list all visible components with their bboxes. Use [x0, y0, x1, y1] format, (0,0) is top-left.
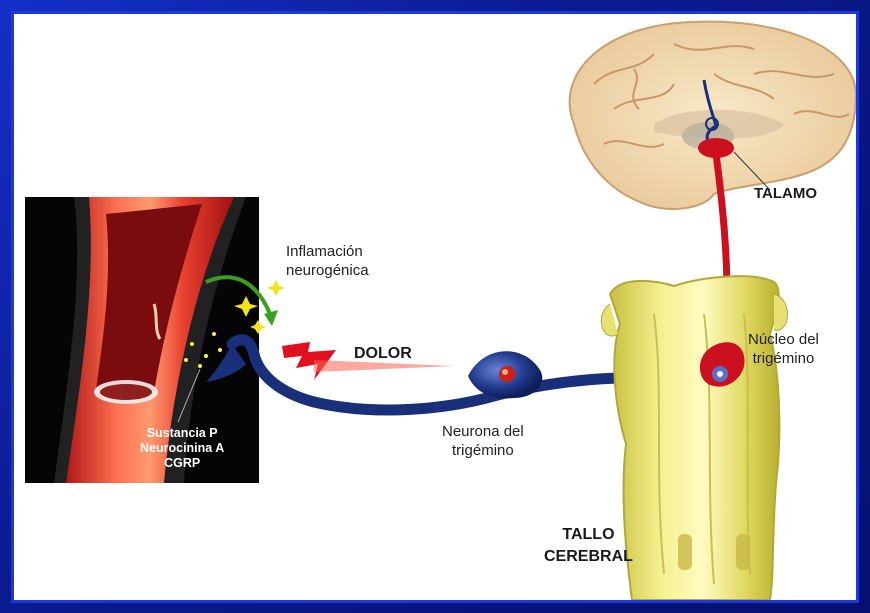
label-tallo-line1: TALLO	[544, 524, 633, 546]
trigeminal-pain-pathway-illustration	[14, 14, 856, 600]
label-nucleo-line2: trigémino	[748, 349, 819, 368]
label-neurocinina-a: Neurocinina A	[140, 441, 224, 456]
label-sustancia-p: Sustancia P	[140, 426, 224, 441]
label-neurona-line2: trigémino	[442, 441, 524, 460]
label-neurona-line1: Neurona del	[442, 422, 524, 441]
label-inflamacion-line1: Inflamación	[286, 242, 369, 261]
label-tallo-line2: CEREBRAL	[544, 546, 633, 568]
inflammation-arrowhead	[264, 310, 278, 326]
label-inflamacion: Inflamación neurogénica	[286, 242, 369, 280]
label-dolor: DOLOR	[354, 344, 412, 363]
diagram-panel: Inflamación neurogénica DOLOR TALAMO Núc…	[14, 14, 856, 600]
label-nucleo-line1: Núcleo del	[748, 330, 819, 349]
label-inflamacion-line2: neurogénica	[286, 261, 369, 280]
label-tallo-cerebral: TALLO CEREBRAL	[544, 524, 633, 568]
label-talamo: TALAMO	[754, 184, 817, 203]
label-nucleo: Núcleo del trigémino	[748, 330, 819, 368]
label-neurona: Neurona del trigémino	[442, 422, 524, 460]
brain-illustration	[570, 22, 856, 209]
label-cgrp: CGRP	[140, 456, 224, 471]
label-neuropeptidos: Sustancia P Neurocinina A CGRP	[140, 426, 224, 471]
